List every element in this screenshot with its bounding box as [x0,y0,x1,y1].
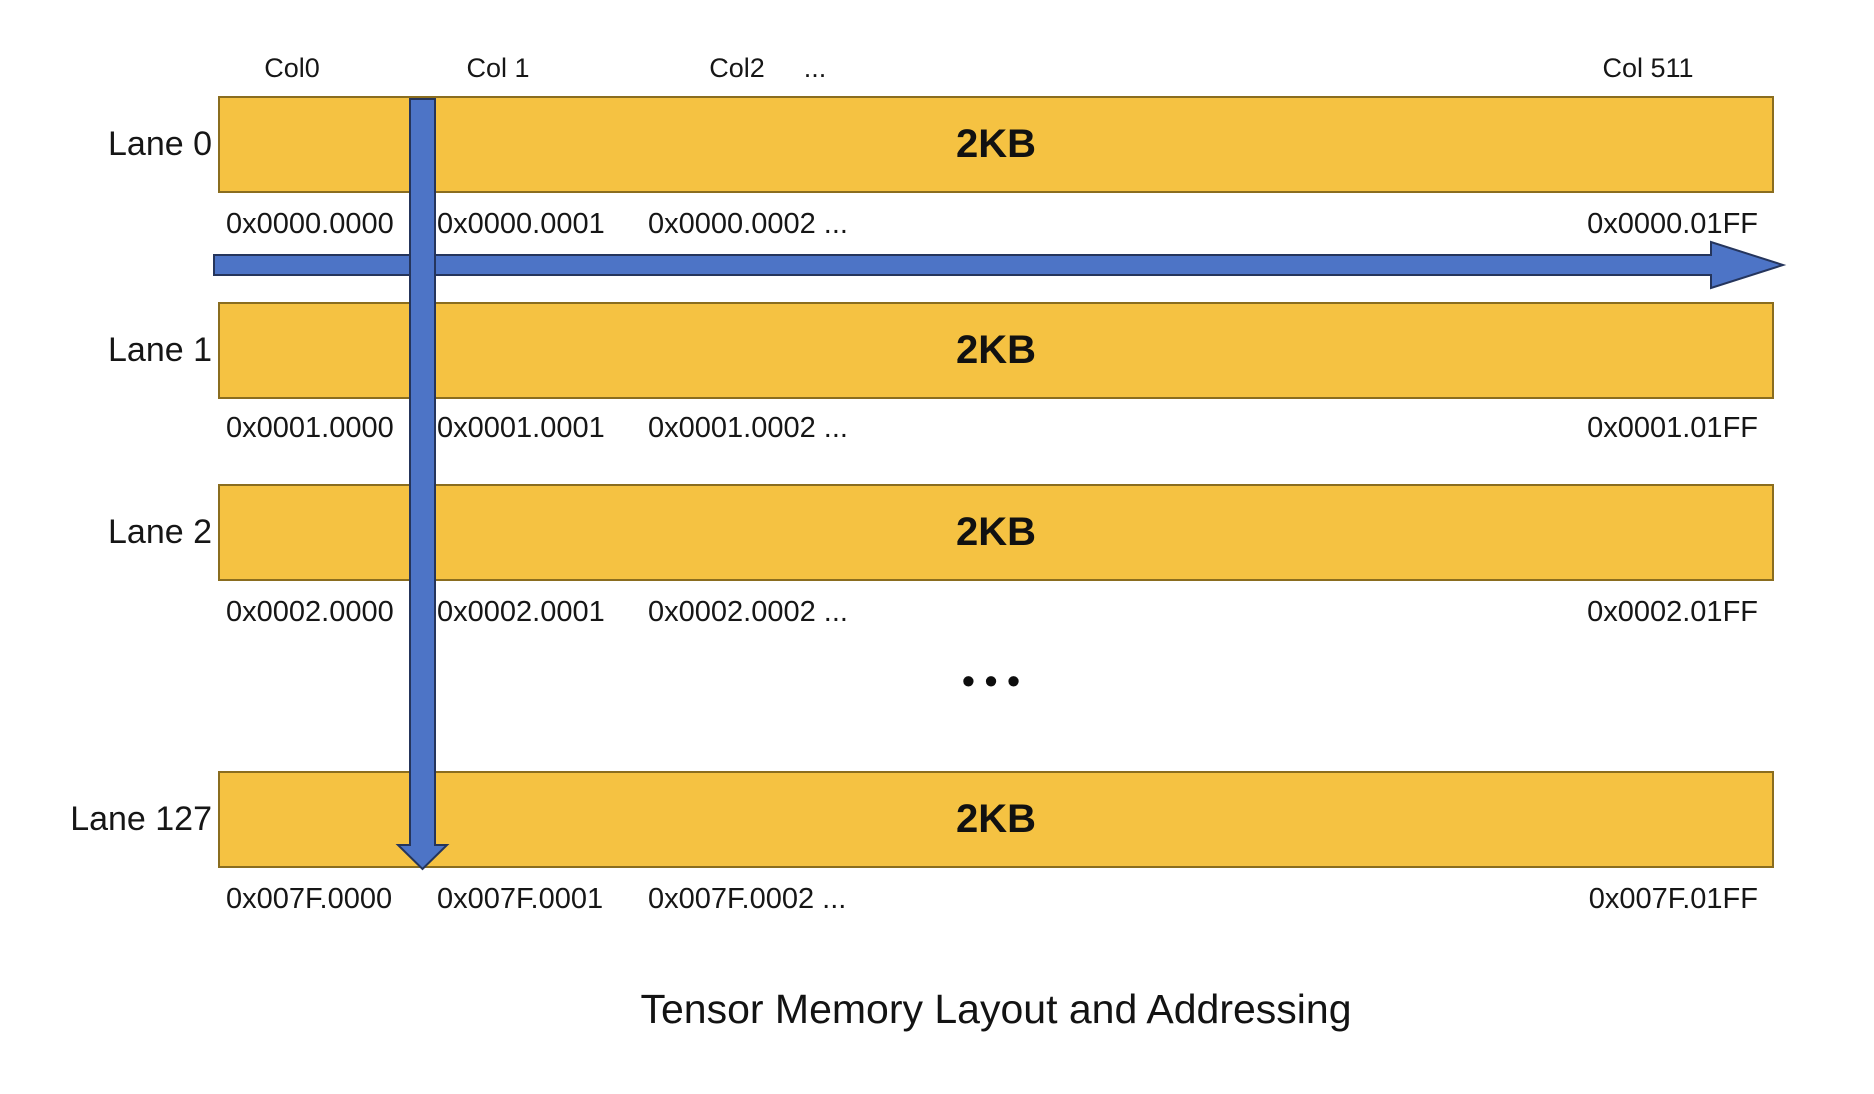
column-header-col1: Col 1 [466,53,530,83]
address-label: 0x007F.0002 ... [648,883,847,915]
column-header-col2: Col2 [709,53,765,83]
memory-bar-lane-1: 2KB [218,302,1774,399]
lane-label-127: Lane 127 [70,800,212,838]
column-header-col511: Col 511 [1602,53,1694,83]
address-row-lane-1: 0x0001.0000 0x0001.0001 0x0001.0002 ... … [218,410,1774,446]
address-label: 0x0002.0001 [437,596,605,628]
address-row-lane-127: 0x007F.0000 0x007F.0001 0x007F.0002 ... … [218,881,1774,917]
address-label: 0x0002.01FF [1587,596,1758,628]
address-label: 0x0002.0002 ... [648,596,848,628]
address-label: 0x007F.0001 [437,883,604,915]
address-label: 0x0001.0001 [437,412,605,444]
address-label: 0x0000.0000 [226,208,394,240]
address-label: 0x0001.01FF [1587,412,1758,444]
bar-size-label: 2KB [955,328,1037,372]
lane-label-2: Lane 2 [108,513,212,551]
address-row-lane-0: 0x0000.0000 0x0000.0001 0x0000.0002 ... … [218,206,1774,242]
lane-label-1: Lane 1 [108,331,212,369]
rows-ellipsis: ••• [962,660,1030,701]
address-label: 0x0000.0001 [437,208,605,240]
memory-bar-lane-2: 2KB [218,484,1774,581]
address-label: 0x007F.01FF [1588,883,1758,915]
vertical-address-arrow-icon [395,98,450,871]
address-label: 0x007F.0000 [226,883,393,915]
address-row-lane-2: 0x0002.0000 0x0002.0001 0x0002.0002 ... … [218,594,1774,630]
bar-size-label: 2KB [955,122,1037,166]
address-label: 0x0001.0000 [226,412,394,444]
horizontal-address-arrow-icon [213,240,1787,290]
column-header-col0: Col0 [264,53,320,83]
address-label: 0x0002.0000 [226,596,394,628]
diagram-title: Tensor Memory Layout and Addressing [640,986,1352,1032]
bar-size-label: 2KB [955,797,1037,841]
memory-bar-lane-127: 2KB [218,771,1774,868]
address-label: 0x0001.0002 ... [648,412,848,444]
column-header-ellipsis: ... [803,53,827,83]
bar-size-label: 2KB [955,510,1037,554]
lane-label-0: Lane 0 [108,125,212,163]
memory-bar-lane-0: 2KB [218,96,1774,193]
address-label: 0x0000.0002 ... [648,208,848,240]
address-label: 0x0000.01FF [1587,208,1758,240]
